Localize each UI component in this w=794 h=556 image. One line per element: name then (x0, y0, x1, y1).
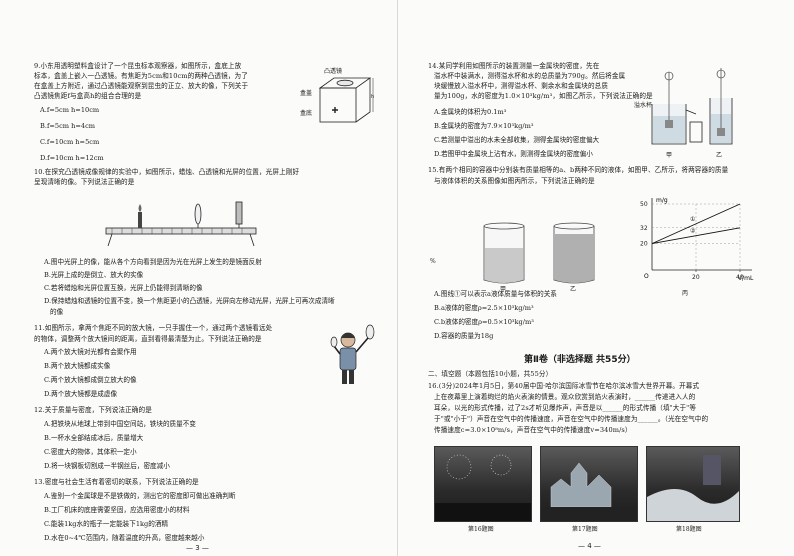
q16-fireworks-photo (434, 446, 532, 522)
q10-optical-bench (105, 201, 257, 247)
q10-option-a: A.图中光屏上的像，能从各个方向看到是因为光在光屏上发生的是镜面反射 (44, 258, 262, 266)
q16-line-2: 上在夜幕里上演着绚烂的焰火表演的情景。观众欣赏到焰火表演时，______传递进入… (434, 393, 696, 401)
q14-cup-label: 溢水杯 (634, 102, 653, 109)
q9-box-figure: h (318, 77, 374, 123)
svg-text:h: h (371, 94, 374, 100)
q16-line-1: 16.(3分)2024年1月5日，第40届中国·哈尔滨国际冰雪节在哈尔滨冰雪大世… (428, 382, 700, 390)
snow-scene-image (647, 455, 739, 521)
q14-option-c: C.若测量中溢出的水未全部收集，测得金属块的密度偏大 (434, 136, 600, 144)
q11-option-b: B.两个放大镜都成实像 (44, 362, 111, 370)
q12-option-d: D.将一块钢板切割成一半钢丝后，密度减小 (44, 462, 170, 470)
q9-lid-label: 盒盖 (300, 90, 313, 97)
q9-option-d: D.f=10cm h=12cm (40, 154, 104, 162)
page-number-left: — 3 — (186, 544, 209, 552)
q18-snow-photo (646, 446, 740, 522)
chart-y-tick-label: 32 (640, 225, 648, 232)
q9-line-2: 标本，盒盖上嵌入一凸透镜。有焦距为5cm和10cm的两种凸透镜，为了 (34, 72, 248, 80)
q12-option-b: B.一杯水全部结成冰后，质量增大 (44, 434, 144, 442)
q10-line-1: 10.在探究凸透镜成像规律的实验中，如图所示，蜡烛、凸透镜和光屏的位置，光屏上刚… (34, 168, 300, 176)
q17-caption: 第17题图 (572, 526, 598, 533)
chart-ylabel: m/g (656, 197, 668, 204)
q15-line-2: 与液体体积的关系图像如图丙所示，下列说法正确的是 (434, 177, 595, 185)
q12-option-a: A.把铁块从地球上带到中国空间站，铁块的质量不变 (44, 420, 196, 428)
q10-option-b: B.光屏上成的是倒立、放大的实像 (44, 271, 144, 279)
chart-x-tick-label: 40 (736, 274, 744, 281)
q14-line-1: 14.某同学利用如图所示的装置测量一金属块的密度，先在 (428, 62, 600, 70)
q14-option-a: A.金属块的体积为0.1m³ (434, 108, 507, 116)
q18-caption: 第18题图 (676, 526, 702, 533)
q11-line-2: 的物体，调整两个放大镜间的距离，直到看得最清楚为止。下列说法正确的是 (34, 335, 262, 343)
q9-line-3: 在盒盖上方附近，通过凸透镜能观察到昆虫的正立、放大的像，下列关于 (34, 82, 249, 90)
left-page: 9.小东用透明塑料盒设计了一个昆虫标本观察器，如图所示，盒底上放 标本，盒盖上嵌… (34, 62, 375, 552)
q15-left-mark: % (430, 258, 436, 265)
page-number-right: — 4 — (578, 542, 601, 550)
q14-overflow-figure (651, 68, 733, 145)
q11-person-figure (330, 324, 375, 384)
q14-line-2: 溢水杯中装满水，测得溢水杯和水的总质量为790g。然后将金属 (434, 72, 626, 80)
q16-caption: 第16题图 (468, 526, 494, 533)
chart-xlabel: V/mL (738, 275, 754, 282)
q9-option-b: B.f=5cm h=4cm (40, 122, 96, 130)
q12-line-1: 12.关于质量与密度，下列说法正确的是 (34, 406, 152, 414)
q16-line-3: 耳朵，以光的形式传播，过了2s才听见爆炸声，声音是以______的形式传播（填"… (434, 404, 697, 412)
q15-label-a: 甲 (500, 286, 507, 293)
q14-option-d: D.若图甲中金属块上沾有水，则测得金属块的密度偏小 (434, 150, 593, 158)
q13-line-1: 13.密度与社会生活有着密切的联系，下列说法正确的是 (34, 478, 199, 486)
q9-line-1: 9.小东用透明塑料盒设计了一个昆虫标本观察器，如图所示，盒底上放 (34, 62, 242, 70)
q14-label-a: 甲 (666, 152, 673, 159)
q16-line-5: 传播速度c=3.0×10⁸m/s，声音在空气中的传播速度v=340m/s） (434, 426, 632, 434)
q16-line-4: 于"或"小于"）声音在空气中的传播速度，声音在空气中的传播速度为______。（… (434, 415, 709, 423)
right-page: 14.某同学利用如图所示的装置测量一金属块的密度，先在 溢水杯中装满水，测得溢水… (397, 0, 794, 556)
q10-option-c: C.若将蜡烛和光屏位置互换，光屏上仍能得到清晰的像 (44, 284, 203, 292)
fireworks-image (435, 454, 531, 521)
q9-option-a: A.f=5cm h=10cm (40, 106, 100, 114)
q17-castle-photo (540, 446, 638, 522)
q9-lens-label: 凸透镜 (324, 68, 343, 75)
chart-series-label: ② (690, 228, 696, 235)
q15-label-b: 乙 (570, 286, 577, 293)
q10-line-2: 呈现清晰的像。下列说法正确的是 (34, 178, 135, 186)
q14-line-4: 量为100g，水的密度为1.0×10³kg/m³，如图乙所示，下列说法正确的是 (434, 92, 653, 100)
q14-label-b: 乙 (716, 152, 723, 159)
q13-option-d: D.水在0~4℃范围内，随着温度的升高，密度越来越小 (44, 534, 205, 542)
q14-option-b: B.金属块的密度为7.9×10³kg/m³ (434, 122, 534, 130)
chart-series-label: ① (690, 216, 695, 223)
q15-option-d: D.容器的质量为18g (434, 332, 494, 340)
q10-option-d-cont: 的像 (50, 308, 64, 316)
q15-option-a: A.图线①可以表示a液体质量与体积的关系 (434, 290, 557, 298)
chart-series-line-2 (651, 227, 741, 245)
ice-castle-image (541, 462, 637, 521)
q13-option-b: B.工厂机床的底座需要坚固，应选用密度小的材料 (44, 506, 190, 514)
q9-option-c: C.f=10cm h=5cm (40, 138, 100, 146)
chart-origin-label: O (644, 273, 649, 280)
section-2-part: 二、填空题（本题包括10小题，共55分） (428, 370, 553, 378)
chart-y-tick-label: 20 (640, 241, 648, 248)
chart-x-tick-label: 20 (692, 274, 700, 281)
q15-line-1: 15.有两个相同的容器中分别装有质量相等的a、b两种不同的液体，如图甲、乙所示，… (428, 166, 729, 174)
q9-line-4: 凸透镜焦距f与盒高h的组合合理的是 (34, 92, 142, 100)
q11-line-1: 11.如图所示，拿两个焦距不同的放大镜，一只手握住一个，通过两个透镜看远处 (34, 324, 273, 332)
q15-beakers-figure (483, 222, 595, 284)
q13-option-c: C.能装1kg水的瓶子一定能装下1kg的酒精 (44, 520, 169, 528)
q15-chart-panel-label: 丙 (682, 290, 689, 297)
chart-series-line-1 (651, 203, 741, 245)
q11-option-a: A.两个放大镜对光都有会聚作用 (44, 348, 137, 356)
q15-option-b: B.a液体的密度ρ=2.5×10³kg/m³ (434, 304, 534, 312)
q13-option-a: A.鉴别一个金属球是不是铁做的，测出它的密度即可做出准确判断 (44, 492, 236, 500)
q11-option-c: C.两个放大镜都成倒立放大的像 (44, 376, 137, 384)
q11-option-d: D.两个放大镜都是成虚像 (44, 390, 118, 398)
q15-mass-volume-chart: m/g V/mL O 20 40 20 32 50 ① ② (640, 197, 754, 282)
q10-option-d: D.保持蜡烛和透镜的位置不变，换一个焦距更小的凸透镜，光屏向左移动光屏，光屏上可… (44, 297, 335, 305)
q9-bottom-label: 盒底 (300, 110, 313, 117)
section-2-title: 第Ⅱ卷（非选择题 共55分） (524, 355, 636, 365)
q12-option-c: C.密度大的物体，其体积一定小 (44, 448, 137, 456)
q14-line-3: 块缓慢放入溢水杯中，测得溢水杯、剩余水和金属块的总质 (434, 82, 609, 90)
q15-option-c: C.b液体的密度ρ=0.5×10³kg/m³ (434, 318, 534, 326)
chart-y-tick-label: 50 (640, 201, 648, 208)
